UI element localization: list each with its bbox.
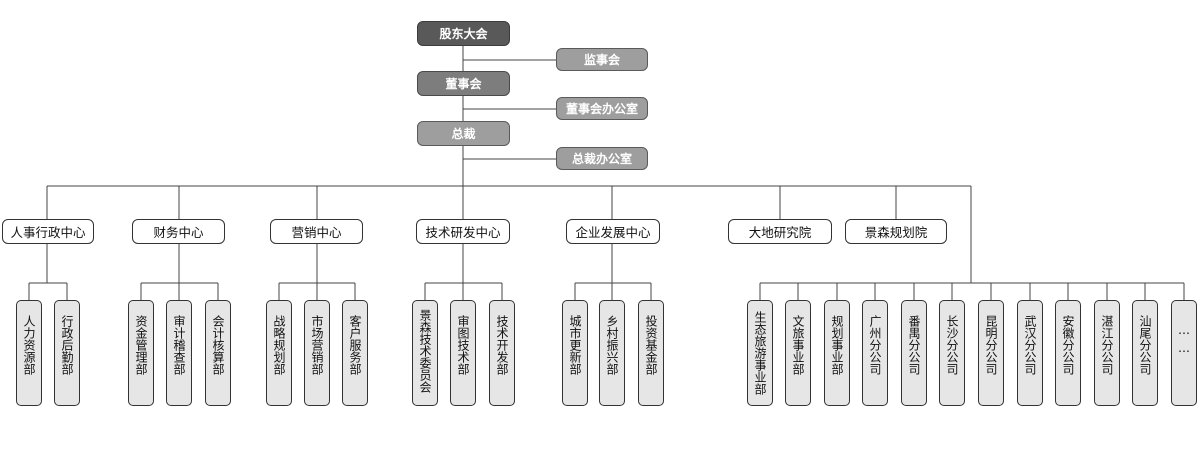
board-of-directors-box: 董事会 bbox=[417, 71, 510, 96]
branch-label: 生态旅游事业部 bbox=[753, 311, 767, 395]
branch-box-more: …… bbox=[1171, 300, 1197, 406]
branch-box: 广州分公司 bbox=[862, 300, 888, 406]
center-box: 营销中心 bbox=[270, 219, 363, 244]
branch-label: 规划事业部 bbox=[830, 315, 844, 375]
department-box: 景森技术委员会 bbox=[412, 300, 438, 406]
department-label: 城市更新部 bbox=[568, 315, 582, 375]
branch-box: 武汉分公司 bbox=[1017, 300, 1043, 406]
department-box: 客户服务部 bbox=[342, 300, 368, 406]
center-box: 技术研发中心 bbox=[416, 219, 510, 244]
branch-label: 武汉分公司 bbox=[1023, 315, 1037, 375]
branch-label: 文旅事业部 bbox=[791, 315, 805, 375]
ellipsis-label: …… bbox=[1177, 323, 1191, 359]
branch-box: 番禺分公司 bbox=[901, 300, 927, 406]
board-office-box: 董事会办公室 bbox=[556, 97, 648, 120]
department-label: 战略规划部 bbox=[272, 315, 286, 375]
branch-box: 昆明分公司 bbox=[978, 300, 1004, 406]
branch-box: 汕尾分公司 bbox=[1132, 300, 1158, 406]
department-label: 资金管理部 bbox=[134, 315, 148, 375]
department-box: 城市更新部 bbox=[562, 300, 588, 406]
department-label: 投资基金部 bbox=[644, 315, 658, 375]
department-box: 技术开发部 bbox=[489, 300, 515, 406]
department-label: 景森技术委员会 bbox=[418, 309, 432, 393]
department-box: 行政后勤部 bbox=[54, 300, 80, 406]
branch-box: 安徽分公司 bbox=[1055, 300, 1081, 406]
branch-box: 长沙分公司 bbox=[939, 300, 965, 406]
department-label: 市场营销部 bbox=[310, 315, 324, 375]
department-label: 乡村振兴部 bbox=[605, 315, 619, 375]
center-box: 景森规划院 bbox=[845, 219, 947, 244]
department-box: 人力资源部 bbox=[16, 300, 42, 406]
branch-label: 昆明分公司 bbox=[984, 315, 998, 375]
department-box: 乡村振兴部 bbox=[599, 300, 625, 406]
department-label: 技术开发部 bbox=[495, 315, 509, 375]
department-box: 投资基金部 bbox=[638, 300, 664, 406]
department-label: 审计稽查部 bbox=[172, 315, 186, 375]
department-label: 审图技术部 bbox=[456, 315, 470, 375]
department-label: 会计核算部 bbox=[211, 315, 225, 375]
department-box: 审计稽查部 bbox=[166, 300, 192, 406]
branch-label: 番禺分公司 bbox=[907, 315, 921, 375]
branch-label: 汕尾分公司 bbox=[1138, 315, 1152, 375]
branch-box: 规划事业部 bbox=[824, 300, 850, 406]
president-box: 总裁 bbox=[417, 121, 510, 146]
department-box: 资金管理部 bbox=[128, 300, 154, 406]
center-box: 大地研究院 bbox=[728, 219, 832, 244]
department-label: 行政后勤部 bbox=[60, 315, 74, 375]
branch-box: 生态旅游事业部 bbox=[747, 300, 773, 406]
department-label: 客户服务部 bbox=[348, 315, 362, 375]
president-office-box: 总裁办公室 bbox=[556, 147, 648, 170]
branch-label: 湛江分公司 bbox=[1100, 315, 1114, 375]
branch-label: 安徽分公司 bbox=[1061, 315, 1075, 375]
branch-box: 湛江分公司 bbox=[1094, 300, 1120, 406]
department-box: 审图技术部 bbox=[450, 300, 476, 406]
center-box: 人事行政中心 bbox=[2, 219, 94, 244]
department-label: 人力资源部 bbox=[22, 315, 36, 375]
board-of-supervisors-box: 监事会 bbox=[556, 48, 648, 71]
branch-box: 文旅事业部 bbox=[785, 300, 811, 406]
shareholders-meeting-box: 股东大会 bbox=[417, 21, 510, 46]
branch-label: 广州分公司 bbox=[868, 315, 882, 375]
center-box: 财务中心 bbox=[132, 219, 225, 244]
center-box: 企业发展中心 bbox=[566, 219, 660, 244]
department-box: 战略规划部 bbox=[266, 300, 292, 406]
department-box: 市场营销部 bbox=[304, 300, 330, 406]
branch-label: 长沙分公司 bbox=[945, 315, 959, 375]
department-box: 会计核算部 bbox=[205, 300, 231, 406]
